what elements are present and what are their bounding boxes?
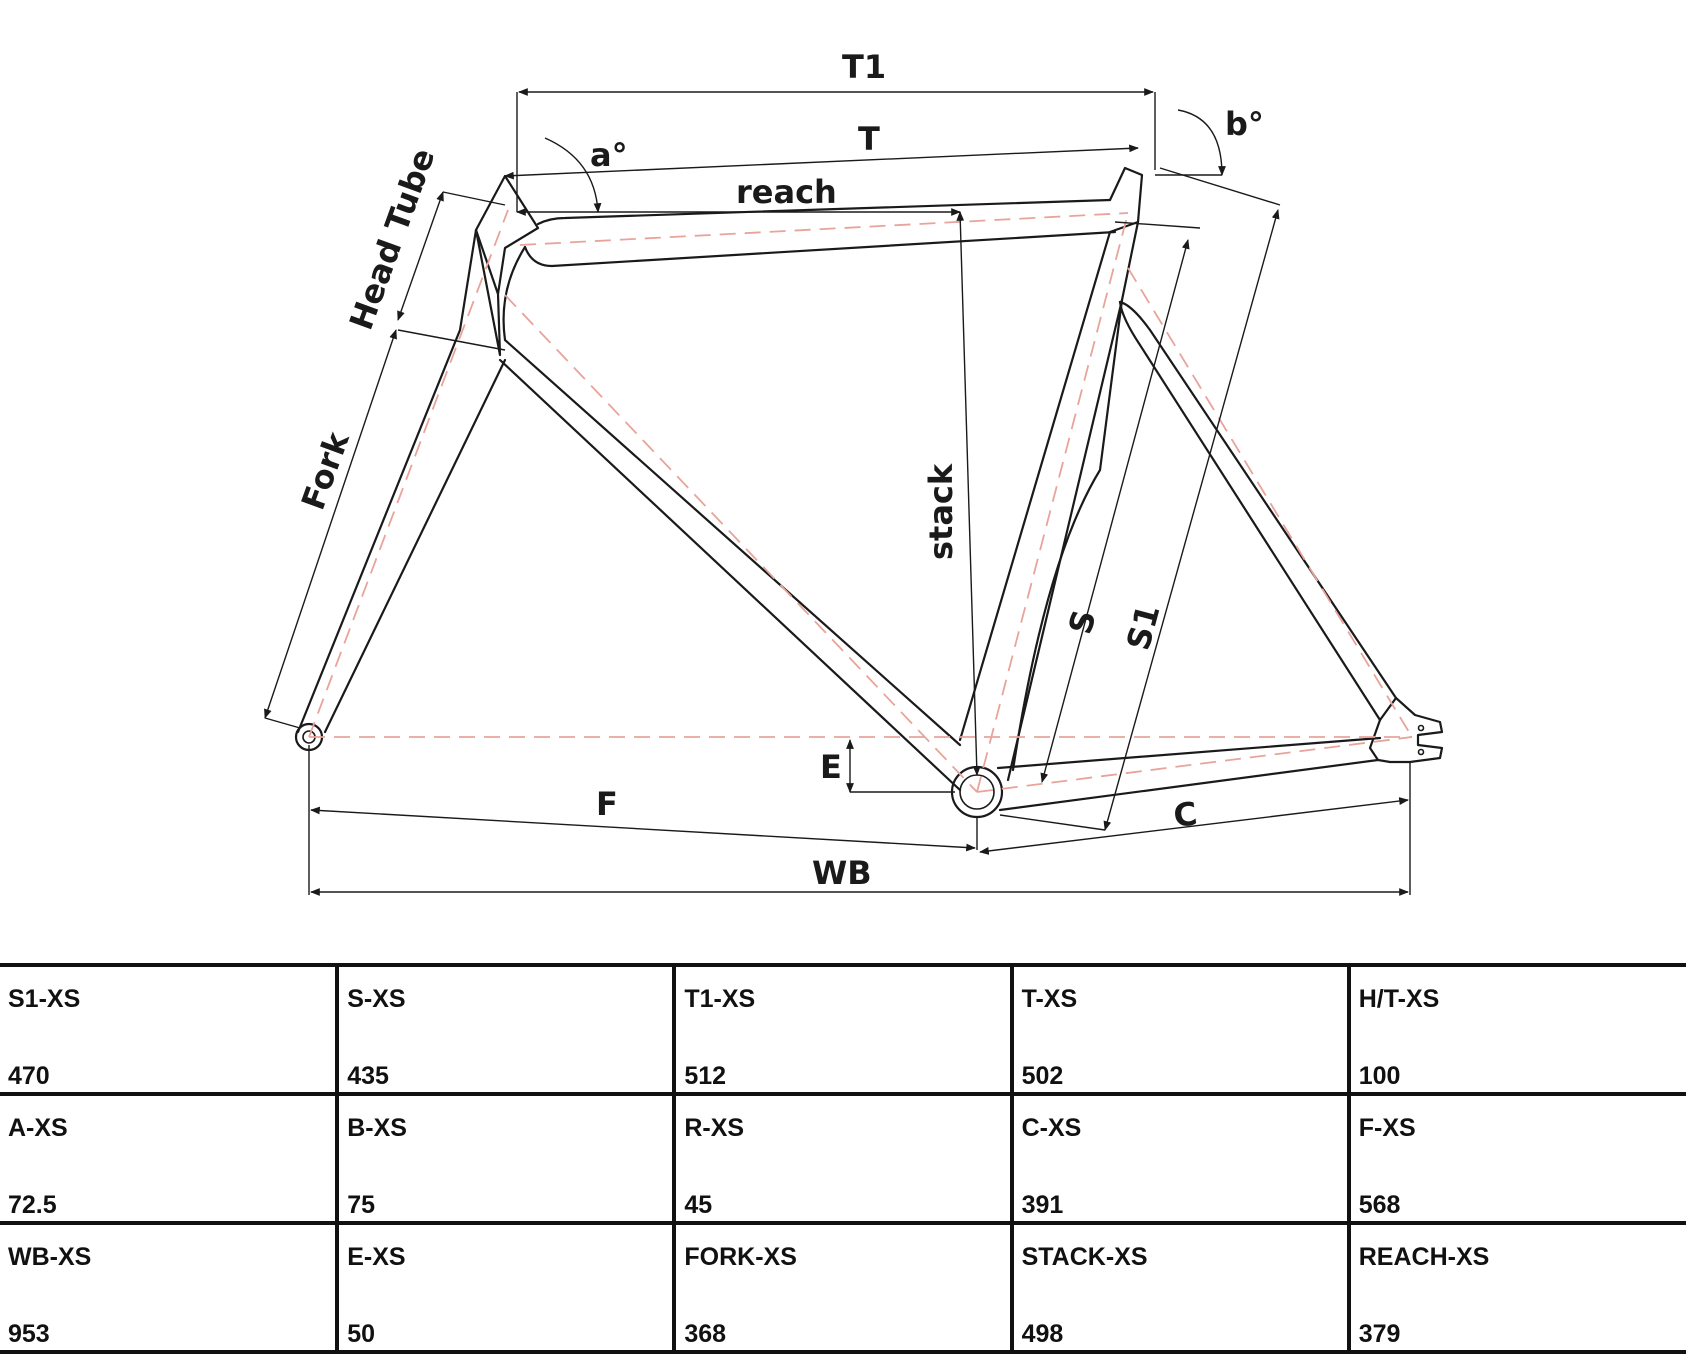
measurement-label: E-XS [347,1243,406,1271]
measurement-label: A-XS [8,1114,68,1142]
table-cell: REACH-XS 379 [1348,1221,1686,1354]
measurement-label: S1-XS [8,985,81,1013]
seat-tube-centerline [976,212,1129,793]
measurement-label: F-XS [1358,1114,1416,1142]
measurement-label: R-XS [684,1114,745,1142]
table-cell: E-XS 50 [337,1221,677,1354]
chainstay-upper [996,736,1382,770]
down-tube-lower [498,358,962,792]
head-tube-dimension [397,191,444,321]
measurement-label: T-XS [1021,985,1078,1013]
c-dimension [979,797,1409,855]
label-s1: S1 [1119,600,1167,654]
measurement-value: 45 [684,1191,713,1219]
seat-stay-upper [1118,300,1398,700]
measurement-value: 498 [1021,1320,1064,1348]
label-c: C [1171,794,1199,835]
top-tube-centerline [519,212,1129,246]
dimension-lines [264,88,1411,896]
bike-frame-geometry-diagram: T1 T a° b° reach Head Tube Fork stack S … [264,48,1444,896]
frame-outline [294,166,1444,819]
table-cell: WB-XS 953 [0,1221,340,1354]
rear-dropout-bolt-bottom [1417,748,1425,756]
f-dimension [310,806,976,852]
label-f: F [596,785,618,823]
table-cell: FORK-XS 368 [674,1221,1014,1354]
measurement-value: 953 [8,1320,50,1348]
label-e: E [820,748,842,786]
s1-dimension [1103,209,1280,831]
rear-dropout-bolt-top [1417,724,1425,732]
measurement-label: FORK-XS [684,1243,797,1271]
measurement-value: 502 [1021,1062,1064,1090]
table-cell: S-XS 435 [337,963,677,1096]
angle-b-arc [1177,109,1226,176]
measurement-value: 368 [684,1320,727,1348]
fork-blade-rear [323,358,507,734]
measurement-label: S-XS [347,985,406,1013]
label-a-angle: a° [590,136,628,174]
measurement-label: REACH-XS [1358,1243,1490,1271]
down-tube-upper [502,245,962,747]
table-cell: T-XS 502 [1011,963,1351,1096]
table-cell: T1-XS 512 [674,963,1014,1096]
stack-dimension [956,211,981,776]
measurement-label: STACK-XS [1021,1243,1148,1271]
fork-crown [474,228,502,357]
measurement-value: 72.5 [8,1191,57,1219]
table-cell: A-XS 72.5 [0,1092,340,1225]
t-dimension [504,144,1139,180]
table-cell: C-XS 391 [1011,1092,1351,1225]
fork-centerline [308,209,509,738]
table-cell: F-XS 568 [1348,1092,1686,1225]
table-cell: R-XS 45 [674,1092,1014,1225]
measurement-label: B-XS [347,1114,407,1142]
dimension-labels: T1 T a° b° reach Head Tube Fork stack S … [294,48,1264,892]
label-head-tube: Head Tube [342,143,443,334]
measurement-value: 100 [1358,1062,1401,1090]
down-tube-centerline [504,294,978,793]
table-cell: B-XS 75 [337,1092,677,1225]
label-reach: reach [736,173,837,211]
top-tube-lower [523,230,1117,268]
table-cell: H/T-XS 100 [1348,963,1686,1096]
frame-centerlines [308,209,1413,793]
rear-dropout [1368,696,1444,764]
measurement-value: 75 [347,1191,375,1219]
measurement-value: 470 [8,1062,50,1090]
head-tube [474,174,540,296]
angle-a-arc [544,137,602,213]
seat-tube-rear [1006,220,1140,782]
table-row: A-XS 72.5 B-XS 75 R-XS 45 C-XS 391 F-XS 568 [0,1092,1686,1225]
label-b-angle: b° [1225,105,1264,143]
label-t: T [858,120,880,158]
measurement-label: WB-XS [8,1243,92,1271]
top-tube-upper [536,198,1112,226]
fork-dimension [264,329,397,719]
s-dimension [1040,239,1190,783]
table-row: S1-XS 470 S-XS 435 T1-XS 512 T-XS 502 H/T-XS 100 [0,963,1686,1096]
measurement-value: 512 [684,1062,727,1090]
seat-stay-centerline [1127,267,1413,738]
seat-stay-lower [1118,300,1382,722]
label-wb: WB [812,854,872,892]
table-cell: STACK-XS 498 [1011,1221,1351,1354]
label-fork: Fork [294,426,357,514]
label-stack: stack [922,463,960,560]
measurement-value: 391 [1021,1191,1064,1219]
measurement-label: T1-XS [684,985,756,1013]
measurement-value: 50 [347,1320,375,1348]
label-t1: T1 [842,48,886,86]
measurement-value: 379 [1358,1320,1401,1348]
measurement-label: C-XS [1021,1114,1082,1142]
table-row: WB-XS 953 E-XS 50 FORK-XS 368 STACK-XS 498 REACH… [0,1221,1686,1354]
measurement-value: 435 [347,1062,389,1090]
measurement-label: H/T-XS [1358,985,1440,1013]
table-cell: S1-XS 470 [0,963,340,1096]
measurement-value: 568 [1358,1191,1401,1219]
label-s: S [1061,606,1104,638]
chainstay-centerline [976,736,1413,793]
